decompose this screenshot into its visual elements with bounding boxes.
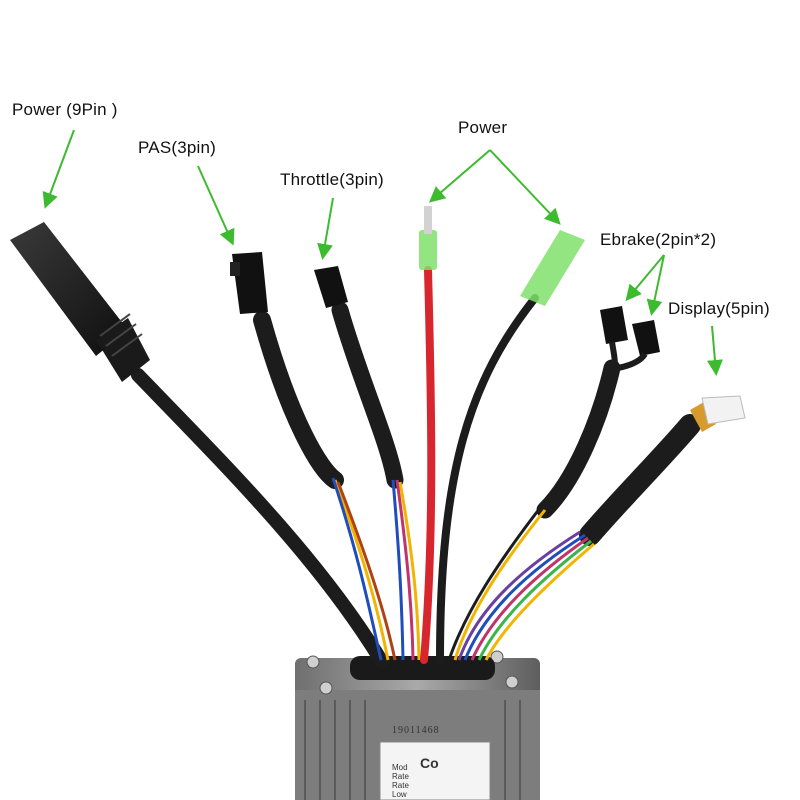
- power-black-wire: [436, 230, 585, 664]
- display-cable: [457, 395, 746, 661]
- power-red-wire: [419, 206, 437, 664]
- label-display: Display(5pin): [668, 299, 770, 318]
- controller-box: 19011468 Co Mod Rate Rate Low: [295, 650, 540, 800]
- throttle-cable: [314, 266, 421, 661]
- arrow-power-left: [428, 149, 491, 203]
- sticker-line-4: Low: [392, 790, 407, 799]
- label-ebrake: Ebrake(2pin*2): [600, 230, 717, 249]
- label-power-9pin: Power (9Pin ): [12, 100, 118, 119]
- serial-number: 19011468: [392, 725, 440, 736]
- arrow-power-9pin: [42, 129, 75, 209]
- label-pas: PAS(3pin): [138, 138, 217, 157]
- spec-sticker: [379, 741, 491, 800]
- sticker-line-2: Rate: [392, 772, 409, 781]
- pas-cable: [230, 252, 397, 661]
- arrow-throttle: [317, 197, 334, 260]
- sticker-line-3: Rate: [392, 781, 409, 790]
- label-arrows: [42, 129, 723, 376]
- ebrake-cable: [447, 306, 660, 661]
- arrow-ebrake-right: [646, 254, 665, 316]
- power-9pin-cable: [10, 222, 389, 669]
- sticker-line-1: Mod: [392, 763, 408, 772]
- arrow-pas: [197, 165, 235, 246]
- label-power: Power: [458, 118, 508, 137]
- arrow-power-right: [489, 149, 561, 225]
- arrow-display: [706, 325, 723, 376]
- sticker-title: Co: [420, 755, 439, 771]
- label-throttle: Throttle(3pin): [280, 170, 384, 189]
- arrow-ebrake-left: [625, 254, 665, 302]
